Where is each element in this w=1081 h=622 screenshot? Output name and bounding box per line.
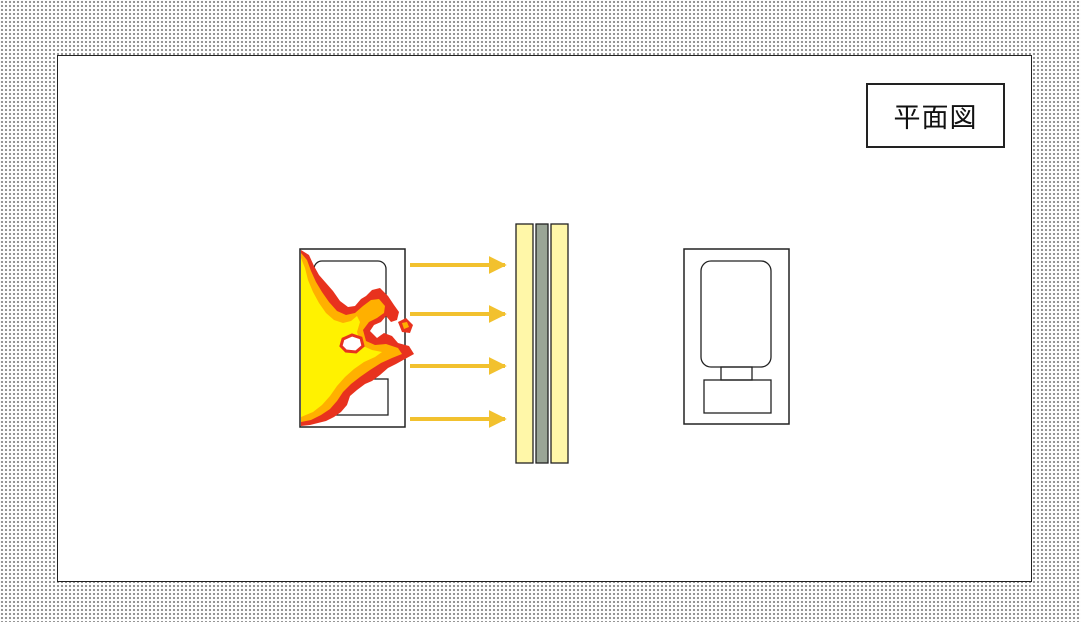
protected-object-outer-frame — [683, 248, 790, 425]
plan-view-title: 平面図 — [893, 103, 978, 134]
barrier-front-face — [515, 223, 534, 464]
fire-core-layer — [301, 258, 382, 417]
barrier-back-face — [550, 223, 569, 464]
protected-object — [683, 248, 790, 425]
barrier-wall — [515, 223, 569, 464]
fire-flare-piece-core — [402, 322, 409, 329]
barrier-core — [535, 223, 549, 464]
protected-object-base — [703, 379, 772, 414]
fire-hot-spot-rim — [339, 333, 365, 354]
fire-hot-spot — [341, 335, 363, 352]
plan-view-label: 平面図 — [866, 83, 1005, 148]
burning-object — [299, 248, 414, 428]
fire-flame — [301, 250, 414, 426]
heat-radiation-arrows — [410, 256, 507, 428]
